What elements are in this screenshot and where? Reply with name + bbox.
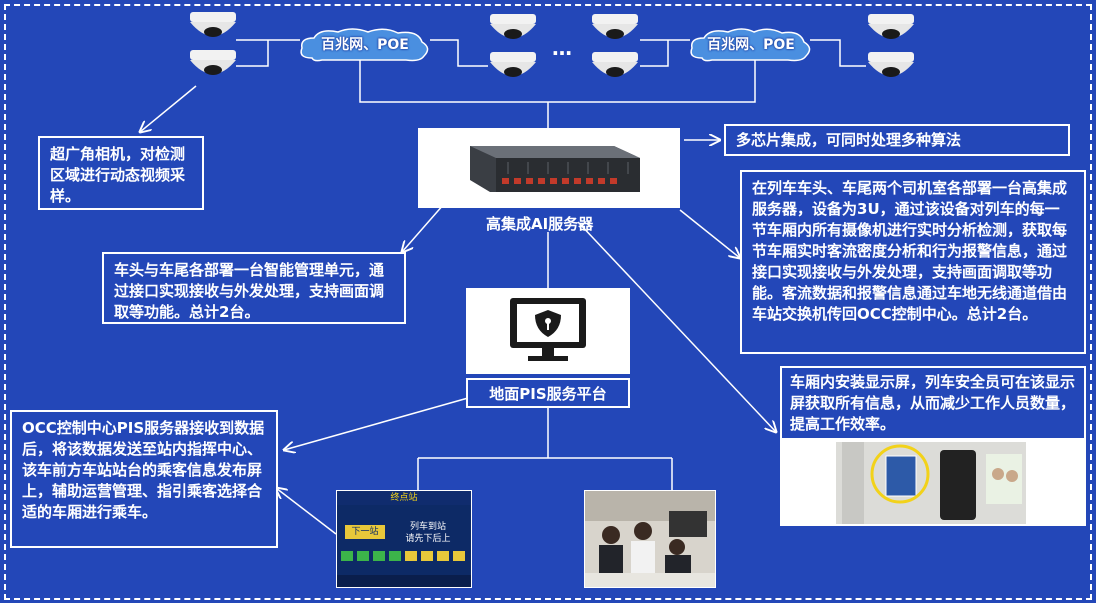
- pis-header: 终点站: [337, 491, 471, 505]
- pis-next-tag: 下一站: [345, 525, 385, 539]
- camera-icon: [592, 14, 638, 77]
- ellipsis: …: [552, 36, 574, 60]
- cloud-label: 百兆网、POE: [707, 37, 795, 53]
- cloud-icon: [690, 28, 811, 62]
- arrow-to-occ: [284, 397, 469, 450]
- cloud-label: 百兆网、POE: [321, 37, 409, 53]
- callout-occ: OCC控制中心PIS服务器接收到数据后，将该数据发送至站内指挥中心、该车前方车站…: [10, 410, 278, 548]
- cloud-to-group2-link: [430, 39, 488, 67]
- display-callout: 车厢内安装显示屏，列车安全员可在该显示屏获取所有信息，从而减少工作人员数量，提高…: [780, 366, 1086, 526]
- train-interior-photo: [836, 442, 1026, 524]
- cloud-to-group4-link: [810, 39, 866, 67]
- camera-bus-link-2: [236, 40, 269, 67]
- monitor-shield-icon: [510, 298, 586, 361]
- server-label: 高集成AI服务器: [486, 215, 594, 233]
- network-cloud-left: 百兆网、POE: [298, 28, 432, 64]
- arrow-to-server-desc: [679, 209, 740, 258]
- cloud-icon: [300, 28, 429, 62]
- display-callout-text: 车厢内安装显示屏，列车安全员可在该显示屏获取所有信息，从而减少工作人员数量，提高…: [780, 366, 1086, 440]
- arrow-to-camera-callout: [140, 85, 197, 132]
- camera-icon: [190, 12, 236, 75]
- callout-mgmt-unit: 车头与车尾各部署一台智能管理单元，通过接口实现接收与外发处理，支持画面调取等功能…: [102, 252, 406, 324]
- network-cloud-right: 百兆网、POE: [688, 28, 814, 64]
- callout-server-desc: 在列车车头、车尾两个司机室各部署一台高集成服务器，设备为3U，通过该设备对列车的…: [740, 170, 1086, 354]
- pis-line2: 请先下后上: [405, 534, 451, 544]
- platform-image-box: [466, 288, 630, 374]
- callout-multichip: 多芯片集成，可同时处理多种算法: [724, 124, 1070, 156]
- platform-to-screens: [417, 408, 673, 490]
- group3-lower-link: [640, 40, 669, 67]
- callout-camera: 超广角相机，对检测区域进行动态视频采样。: [38, 136, 204, 210]
- bus-drop-left: [359, 58, 756, 103]
- server-image-box: [418, 128, 680, 208]
- control-room-photo: [584, 490, 716, 588]
- pis-car-bar: [337, 551, 471, 587]
- camera-icon: [490, 14, 536, 77]
- dashed-frame: [4, 4, 1092, 600]
- platform-label: 地面PIS服务平台: [466, 378, 630, 408]
- arrow-to-display: [577, 221, 776, 432]
- camera-icon: [868, 14, 914, 77]
- pis-line1: 列车到站: [409, 522, 446, 532]
- arrow-screen-to-occ: [276, 488, 337, 535]
- pis-screen-image: 终点站 下一站 列车到站 请先下后上: [336, 490, 472, 588]
- rack-server-icon: [470, 146, 640, 192]
